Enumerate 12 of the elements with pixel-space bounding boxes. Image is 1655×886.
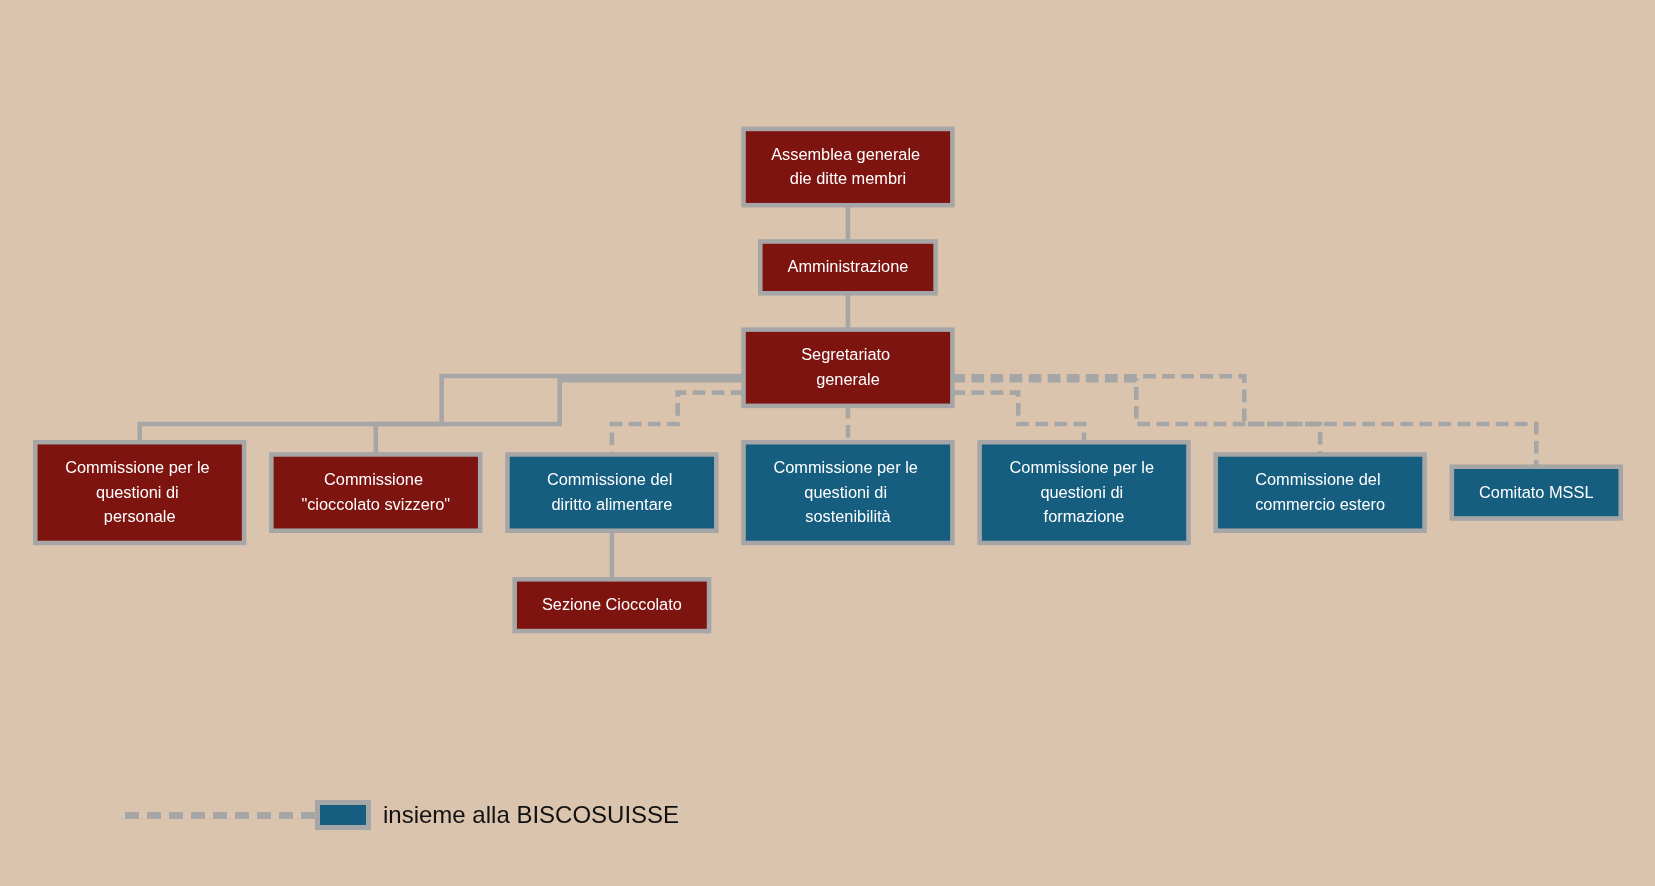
node-box: Commissione del commercio estero bbox=[1212, 452, 1427, 533]
node-box: Comitato MSSL bbox=[1449, 464, 1623, 521]
node-box: Amministrazione bbox=[757, 239, 938, 296]
node-box: Commissione per le questioni di formazione bbox=[976, 439, 1191, 546]
legend-text: insieme alla BISCOSUISSE bbox=[383, 801, 680, 829]
node-box: Sezione Cioccolato bbox=[511, 577, 711, 634]
node-box: Commissione per le questioni di sostenibilità bbox=[740, 439, 955, 546]
node-box: Assemblea generale die ditte membri bbox=[740, 126, 955, 208]
node-box: Commissione per le questioni di personale bbox=[32, 439, 246, 546]
node-box: Commissione "cioccolato svizzero" bbox=[268, 452, 482, 533]
node-box: Segretariato generale bbox=[740, 327, 955, 409]
node-box: Commissione del diritto alimentare bbox=[504, 452, 719, 533]
